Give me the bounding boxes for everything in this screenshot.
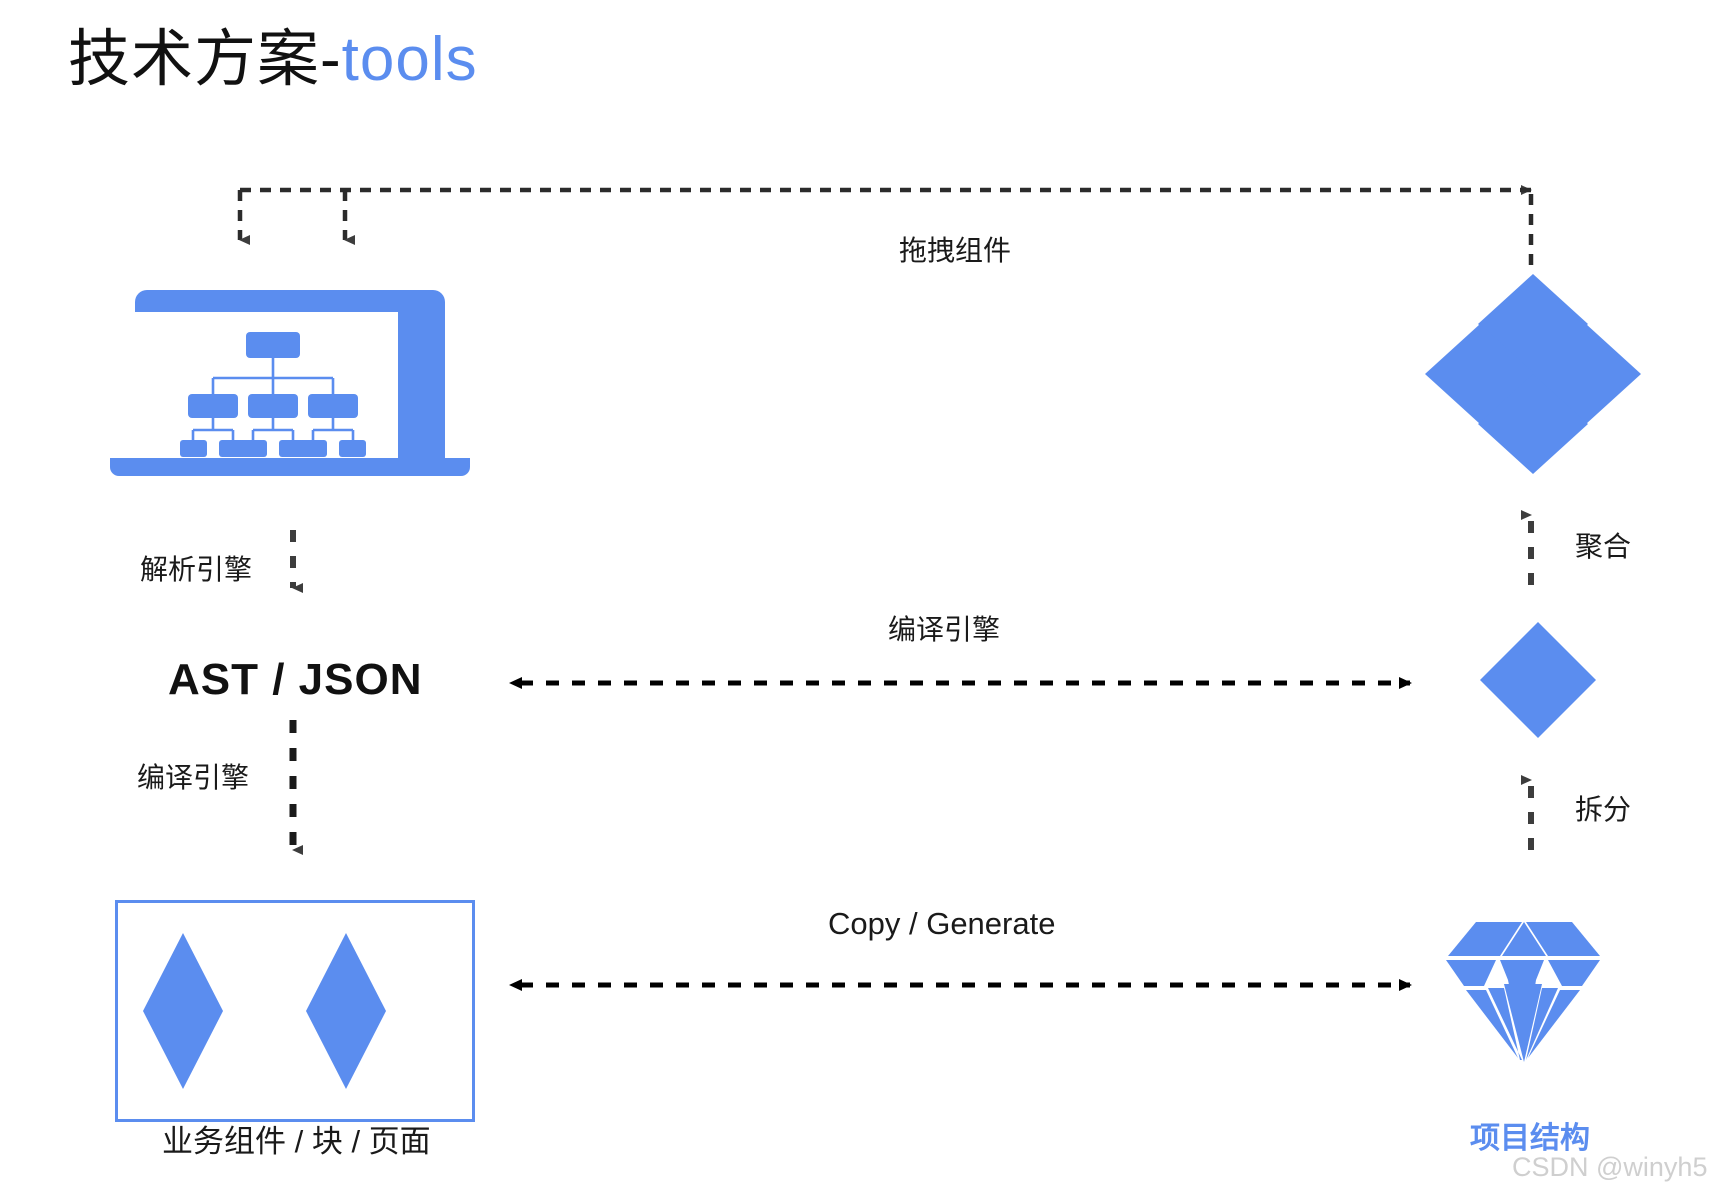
csdn-watermark: CSDN @winyh5 xyxy=(1512,1152,1708,1182)
caption-business-components: 业务组件 / 块 / 页面 xyxy=(162,1124,431,1159)
laptop-base xyxy=(110,458,470,476)
page-title: 技术方案-tools xyxy=(68,18,478,102)
single-diamond-icon xyxy=(1480,622,1596,738)
project-structure-gem[interactable] xyxy=(1438,908,1608,1068)
label-split: 拆分 xyxy=(1575,794,1632,825)
edge-drag-component xyxy=(237,185,1534,265)
page-title-cn: 技术方案- xyxy=(68,25,342,94)
laptop-tree-visual-editor[interactable] xyxy=(110,290,470,485)
single-component[interactable] xyxy=(1478,620,1598,740)
label-aggregate: 聚合 xyxy=(1575,531,1632,562)
business-component-box[interactable] xyxy=(115,900,475,1122)
page-title-accent: tools xyxy=(341,25,478,94)
label-compile-engine-vertical: 编译引擎 xyxy=(137,762,250,793)
ast-json-label: AST / JSON xyxy=(168,655,423,704)
label-compile-engine-horizontal: 编译引擎 xyxy=(888,614,1001,645)
label-parse-engine: 解析引擎 xyxy=(140,554,253,585)
component-cluster[interactable] xyxy=(1425,272,1641,474)
component-diamonds-icon xyxy=(143,933,386,1089)
label-drag-component: 拖拽组件 xyxy=(899,235,1012,266)
caption-project-structure: 项目结构 xyxy=(1470,1122,1590,1155)
component-tree-icon xyxy=(180,332,366,457)
four-diamond-cluster-icon xyxy=(1425,274,1641,474)
label-copy-generate: Copy / Generate xyxy=(828,906,1056,941)
gem-icon xyxy=(1446,922,1600,1062)
